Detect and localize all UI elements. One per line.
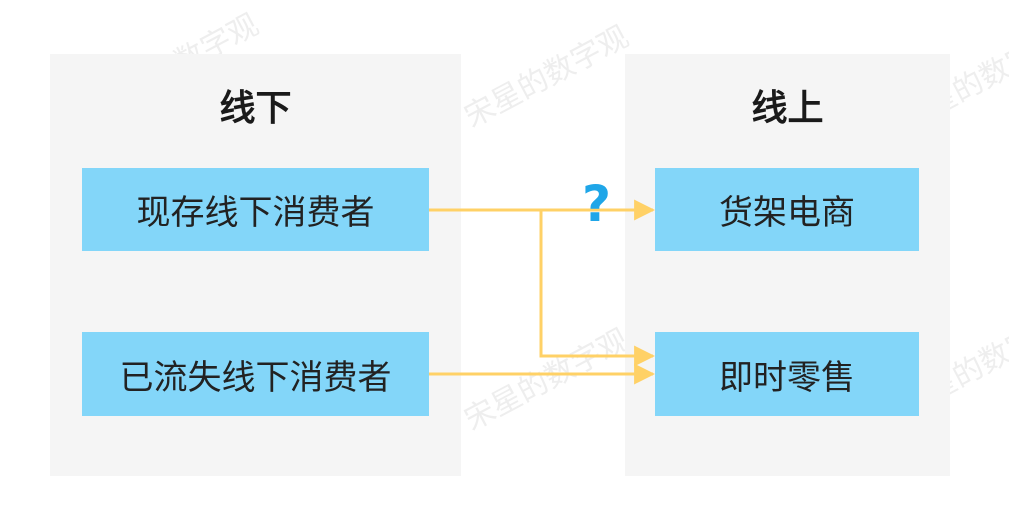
shelf-ecommerce-label: 货架电商 — [719, 193, 855, 233]
lost-offline-consumers-label: 已流失线下消费者 — [119, 357, 392, 398]
online-panel-title: 线上 — [751, 88, 824, 129]
instant-retail-box: 即时零售 — [655, 332, 919, 416]
instant-retail-label: 即时零售 — [719, 357, 855, 398]
arrow-existing-to-instant — [539, 210, 656, 367]
lost-offline-consumers-box: 已流失线下消费者 — [82, 332, 429, 416]
existing-offline-consumers-label: 现存线下消费者 — [136, 193, 375, 233]
existing-offline-consumers-box: 现存线下消费者 — [82, 168, 429, 251]
offline-panel-title: 线下 — [219, 88, 292, 129]
shelf-ecommerce-box: 货架电商 — [655, 168, 919, 251]
question-mark-icon: ? — [582, 175, 612, 233]
